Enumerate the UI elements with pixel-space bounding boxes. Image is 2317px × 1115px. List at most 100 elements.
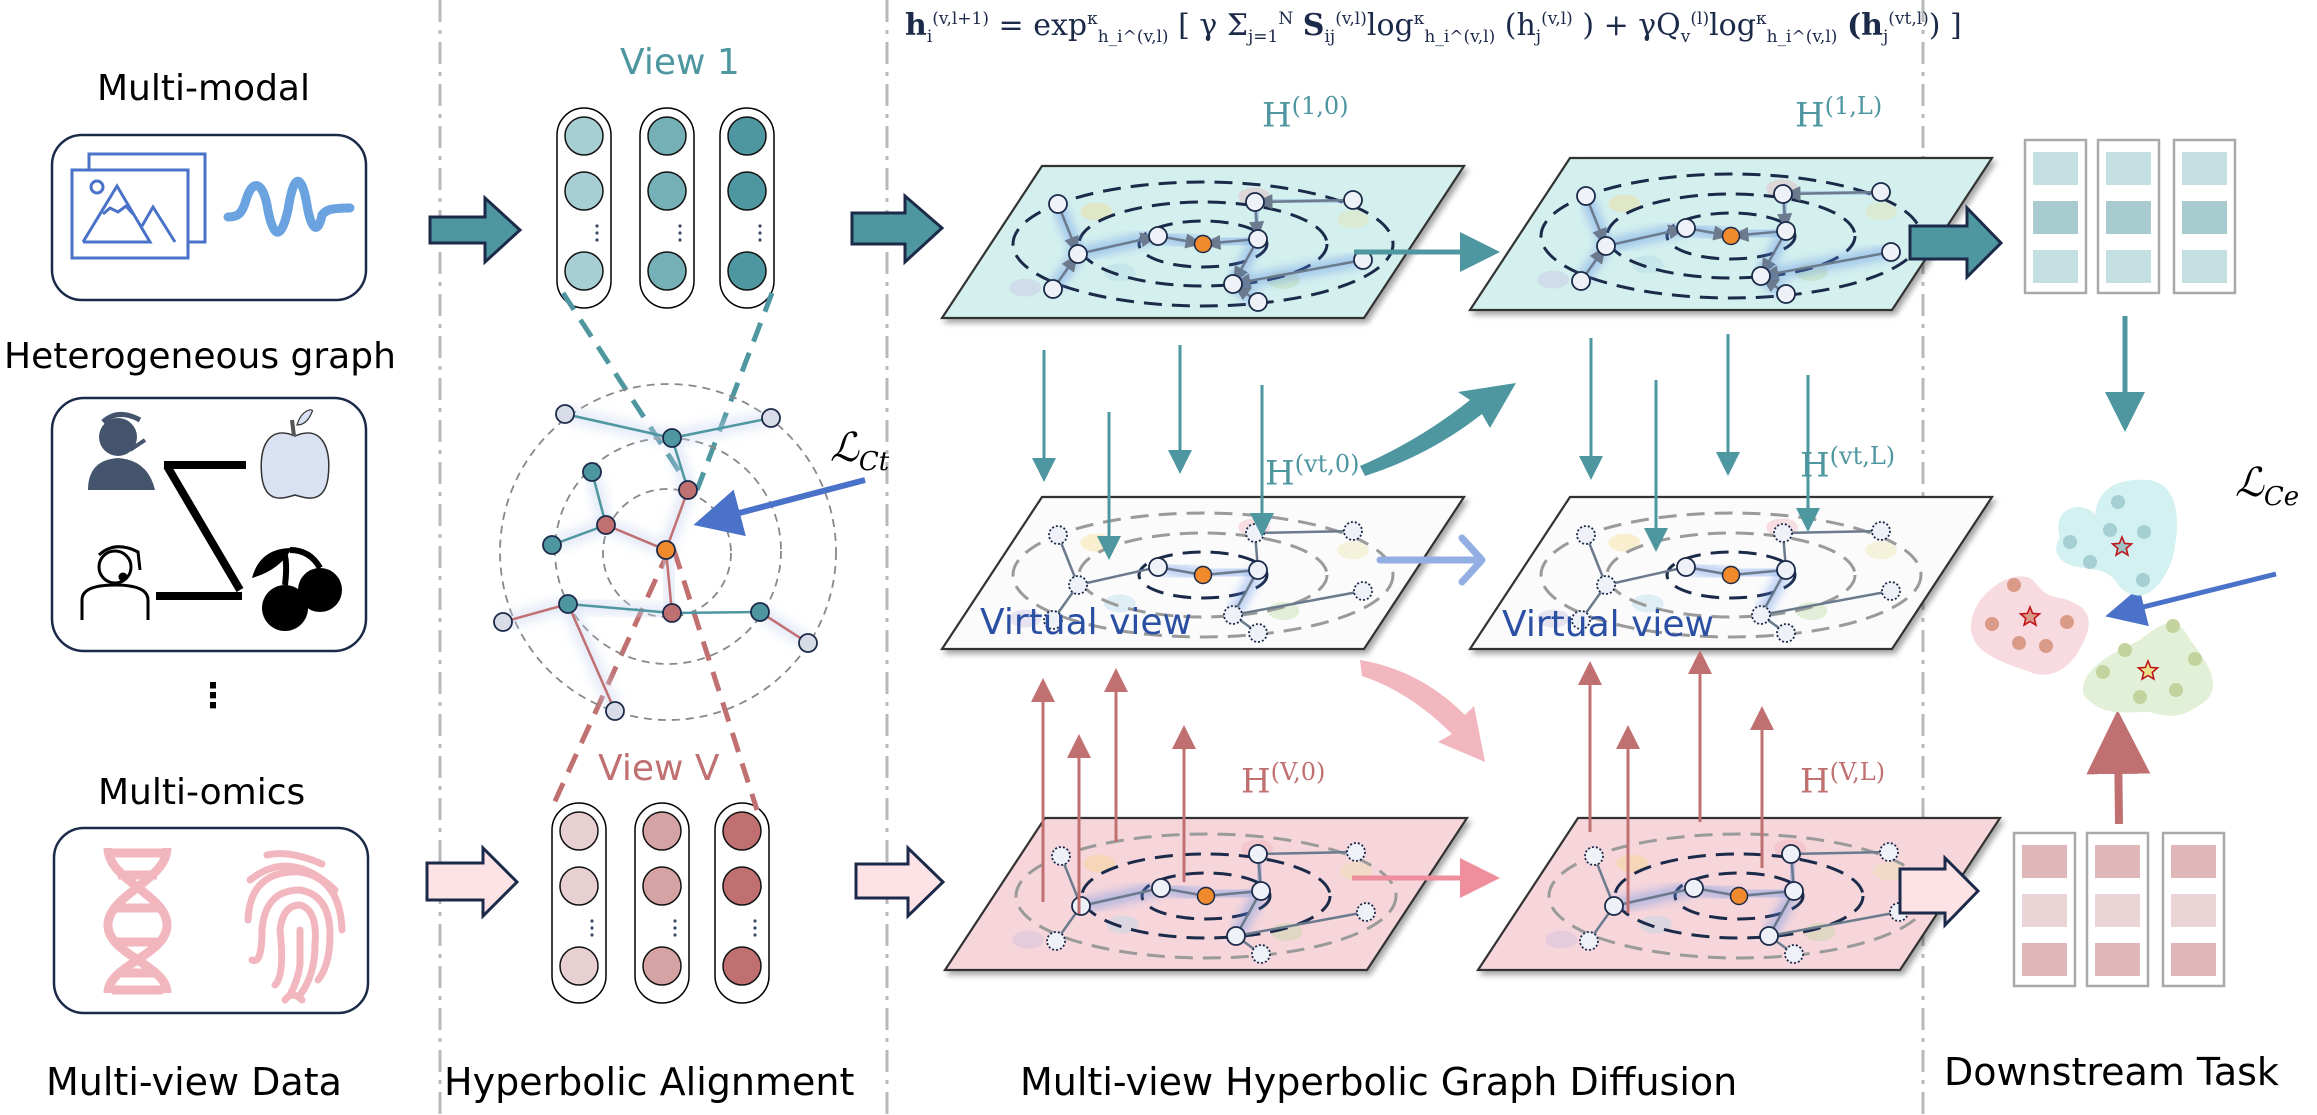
output-rose-cell <box>2022 943 2067 976</box>
cluster-pink-point <box>2012 636 2026 650</box>
graph-edge <box>1235 910 1367 938</box>
formula-log2: log <box>1709 8 1756 43</box>
graph-edge <box>1605 565 1687 587</box>
formula-arg2-sub: j <box>1882 27 1889 47</box>
graph-node-dotted <box>1871 521 1891 541</box>
tree-node-grey <box>798 633 818 653</box>
graph-node-dotted <box>1579 931 1599 951</box>
hlabel-1-0-sup: (1,0) <box>1291 92 1349 120</box>
tree-node-grey <box>605 701 625 721</box>
plane-viewV-layer0-mid-ring <box>1080 852 1332 940</box>
graph-node-dotted <box>1043 610 1063 630</box>
multimodal-box <box>50 133 368 302</box>
view1-embedding-node <box>564 171 604 211</box>
plane-view1-layer0-outer-ring <box>1011 180 1395 308</box>
viewV-embedding-ellipsis-dot <box>753 926 757 930</box>
signal-wave-icon <box>223 177 355 237</box>
arrow-virtual-layer-head <box>1458 534 1486 586</box>
hlabel-1-0-base: H <box>1262 95 1292 136</box>
hyperbolic-tree-graph <box>493 404 818 721</box>
graph-node <box>1571 271 1591 291</box>
cluster-pink-point <box>1985 617 1999 631</box>
graph-edge <box>1254 194 1354 210</box>
plane-virtual-layer0 <box>939 495 1467 651</box>
view1-embedding-node <box>647 171 687 211</box>
output-rose-cell <box>2171 894 2216 927</box>
graph-node <box>1776 284 1796 304</box>
hlabel-V-L-base: H <box>1800 761 1830 802</box>
input-arrow-teal <box>428 194 523 266</box>
view1-embedding-node <box>727 251 767 291</box>
loss-ct-symbol: ℒ <box>830 425 859 471</box>
graph-node-dotted <box>1343 521 1363 541</box>
tree-edge <box>664 489 690 551</box>
output-arrows <box>2086 316 2277 825</box>
output-teal-cell <box>2182 201 2227 234</box>
graph-node-dotted <box>1353 581 1373 601</box>
vertical-diffusion-arrows <box>1031 334 1820 914</box>
formula-arg1: (h <box>1504 8 1536 43</box>
formula-lhs-sup: (v,l+1) <box>932 9 990 29</box>
viewV-embedding-ellipsis-dot <box>753 919 757 923</box>
plane-viewV-layerL-mid-ring <box>1613 852 1865 940</box>
cluster-green-point <box>2133 690 2147 704</box>
plane-view1-layer0-mid-ring <box>1077 200 1329 288</box>
viewV-embedding-ellipsis-dot <box>673 933 677 937</box>
graph-edge <box>1077 232 1159 256</box>
formula-S-sub: ij <box>1324 27 1336 47</box>
background-doodle <box>1537 609 1570 628</box>
formula-log-sup: κ <box>1413 9 1425 29</box>
formula-arg2-sup: (vt,l) <box>1888 9 1929 29</box>
anchor-node <box>1729 886 1749 906</box>
formula-lhs: h <box>905 8 927 43</box>
loss-ce-subscript: Ce <box>2263 482 2300 512</box>
output-rose-cell <box>2171 845 2216 878</box>
tree-node-grey <box>761 408 781 428</box>
view1-embedding-node <box>727 116 767 156</box>
hlabel-V-0: H(V,0) <box>1241 758 1325 801</box>
hlabel-1-0: H(1,0) <box>1262 92 1349 135</box>
source-label-omics: Multi-omics <box>98 772 306 813</box>
graph-node <box>1248 292 1268 312</box>
tree-node-teal <box>662 428 682 448</box>
section-title-data: Multi-view Data <box>46 1060 342 1104</box>
hlabel-V-L: H(V,L) <box>1800 758 1885 801</box>
plane-virtual-layerL-outer-ring <box>1539 511 1923 639</box>
background-doodle <box>1865 202 1898 221</box>
viewV-embedding-ellipsis-dot <box>590 919 594 923</box>
background-doodle <box>1009 609 1042 628</box>
cluster-green-point <box>2118 643 2132 657</box>
formula-sum-sub: j=1 <box>1248 27 1279 47</box>
cluster-green-point <box>2188 652 2202 666</box>
view1-embedding-node <box>564 251 604 291</box>
viewV-embedding-ellipsis-dot <box>590 933 594 937</box>
graph-edge <box>1760 589 1892 617</box>
graph-node-dotted <box>1356 902 1376 922</box>
anchor-node <box>1721 226 1741 246</box>
formula-sum: [ γ Σ <box>1178 8 1249 43</box>
tree-node-teal <box>750 602 770 622</box>
output-teal-cell <box>2106 201 2151 234</box>
plane-virtual-layer0-inner-ring <box>1137 550 1269 600</box>
tree-edge <box>664 549 674 614</box>
arrow-to-output-pink <box>1898 854 1981 929</box>
tree-node-teal <box>582 462 602 482</box>
formula-arg1-sub: j <box>1535 27 1542 47</box>
formula-sum-sup: N <box>1278 9 1294 29</box>
graph-edge <box>1232 258 1364 289</box>
output-teal-cell <box>2106 152 2151 185</box>
cluster-teal-point <box>2137 525 2151 539</box>
formula-exp-sub: h_i^(v,l) <box>1097 27 1169 47</box>
hlabel-vt-L-sup: (vt,L) <box>1829 442 1896 470</box>
graph-node-dotted <box>1776 623 1796 643</box>
graph-node-dotted <box>1879 842 1899 862</box>
hlabel-vt-0-base: H <box>1265 453 1295 494</box>
output-embeddings-rose <box>2012 831 2226 988</box>
formula-log2-sup: κ <box>1755 9 1767 29</box>
graph-node <box>1148 557 1168 577</box>
diffusion-planes <box>939 156 2003 972</box>
graph-node-dotted <box>1596 575 1616 595</box>
hlabel-1-L-sup: (1,L) <box>1824 92 1883 120</box>
user-headset-filled-icon <box>88 412 155 490</box>
cluster-teal-point <box>2103 523 2117 537</box>
